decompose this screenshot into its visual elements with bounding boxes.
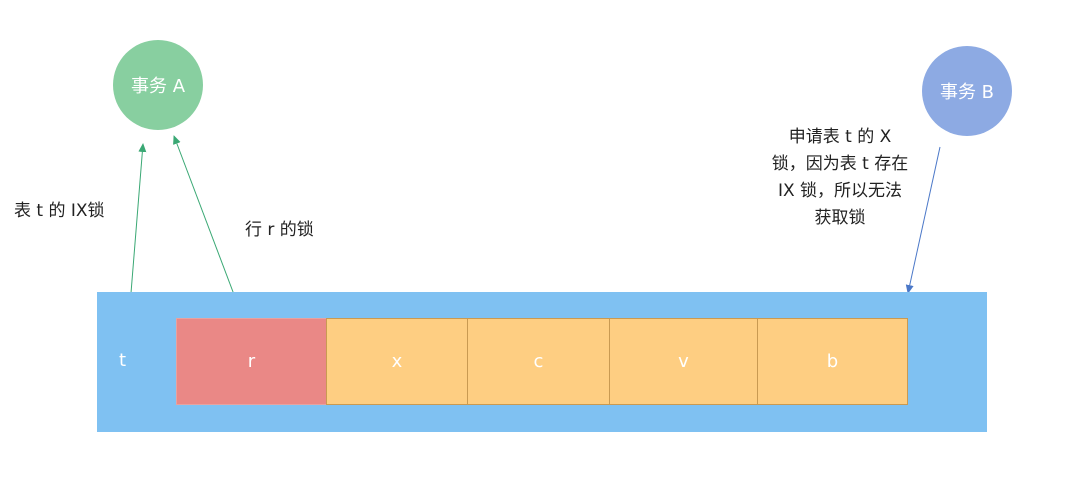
table-name-label: t	[119, 350, 127, 371]
row-label: v	[678, 351, 689, 372]
transaction-a-node: 事务 A	[113, 40, 203, 130]
row-label: b	[826, 351, 839, 372]
transaction-b-note: 申请表 t 的 X 锁，因为表 t 存在 IX 锁，所以无法获取锁	[771, 127, 909, 228]
row-cell-r: r	[176, 318, 327, 405]
table-lock-label: 表 t 的 IX锁	[14, 201, 105, 221]
row-cell-x: x	[326, 318, 468, 405]
row-cell-c: c	[467, 318, 610, 405]
row-label: x	[391, 351, 403, 372]
transaction-b-label: 事务 B	[939, 82, 995, 103]
row-label: c	[533, 351, 544, 372]
transaction-a-label: 事务 A	[130, 76, 186, 97]
request-table-lock-arrow	[905, 146, 941, 294]
table-lock-arrow	[130, 143, 147, 294]
row-lock-label: 行 r 的锁	[245, 220, 314, 240]
row-label: r	[247, 351, 256, 372]
row-cell-b: b	[757, 318, 908, 405]
row-cell-v: v	[609, 318, 758, 405]
transaction-b-node: 事务 B	[922, 46, 1012, 136]
